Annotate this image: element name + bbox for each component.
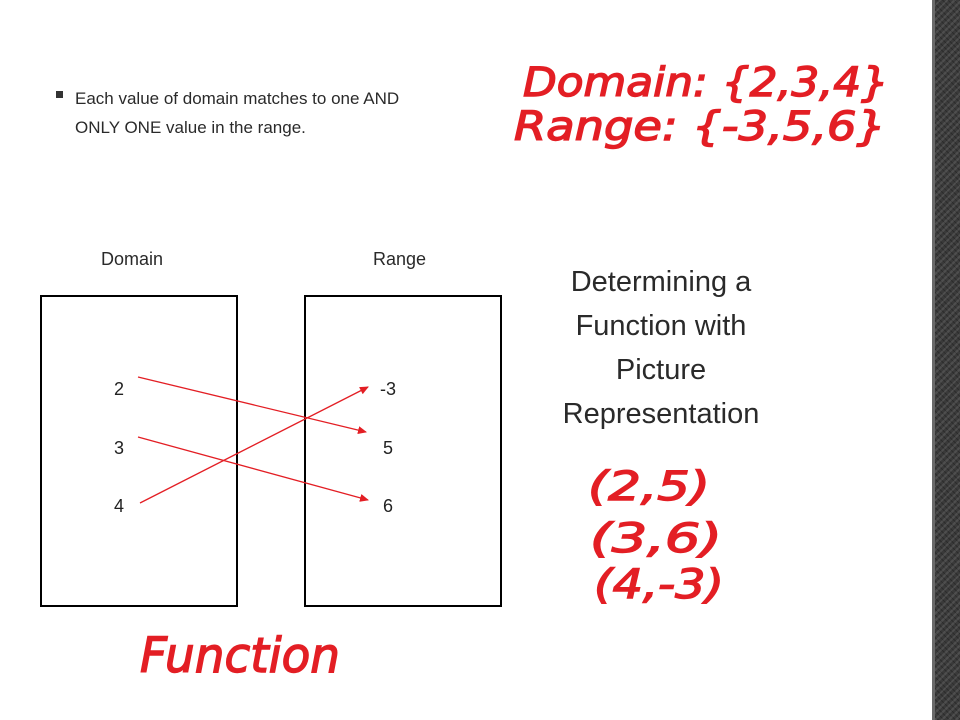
- domain-value-3: 4: [113, 496, 124, 516]
- mapping-arrow-3-to-6: [137, 436, 369, 502]
- mapping-arrow-4-to-neg3: [139, 386, 369, 504]
- range-label: Range: [373, 249, 427, 269]
- title-line-3: Picture: [615, 354, 707, 386]
- range-box: [304, 295, 502, 607]
- bullet-text: Each value of domain matches to one AND …: [75, 89, 400, 137]
- mapping-arrow-2-to-5: [137, 376, 367, 435]
- handwritten-domain-set: Domain: {2,3,4}: [523, 60, 889, 106]
- title-line-1: Determining a: [570, 266, 752, 298]
- square-bullet-icon: [56, 91, 63, 98]
- handwritten-pair-4-neg3: (4,-3): [594, 562, 724, 608]
- decorative-edge-strip: [932, 0, 960, 720]
- domain-box: [40, 295, 238, 607]
- bullet-point: Each value of domain matches to one AND …: [56, 84, 416, 142]
- domain-label: Domain: [101, 249, 164, 269]
- domain-value-2: 3: [113, 438, 124, 458]
- range-value-1: -3: [379, 379, 396, 399]
- handwritten-range-set: Range: {-3,5,6}: [514, 104, 886, 150]
- handwritten-pair-3-6: (3,6): [590, 516, 722, 562]
- title-line-2: Function with: [575, 310, 747, 342]
- handwritten-pair-2-5: (2,5): [588, 464, 710, 510]
- slide-title: Determining a Function with Picture Repr…: [536, 260, 786, 436]
- range-value-3: 6: [382, 496, 393, 516]
- range-value-2: 5: [382, 438, 393, 458]
- title-line-4: Representation: [562, 398, 760, 430]
- domain-value-1: 2: [113, 379, 124, 399]
- handwritten-function-label: Function: [140, 628, 340, 684]
